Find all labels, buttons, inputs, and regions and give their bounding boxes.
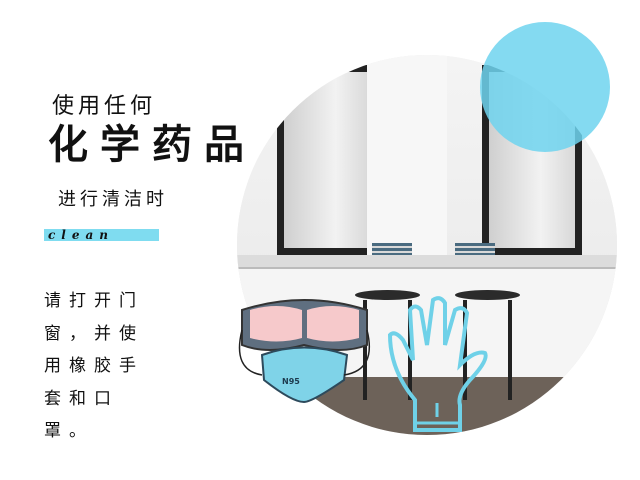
heading-line1: 使用任何 [52,94,157,119]
stool [455,290,520,400]
heading-line3: 进行清洁时 [58,189,168,210]
goggles-mask-icon: N95 [238,299,371,404]
glove-icon [387,296,488,432]
mask-label: N95 [282,377,300,386]
window [277,65,377,255]
clean-tag: clean [44,229,159,241]
decorative-circle [480,22,610,152]
body-text: 请打开门窗，并使用橡胶手套和口罩。 [44,291,144,441]
heading-main: 化学药品 [48,122,256,168]
